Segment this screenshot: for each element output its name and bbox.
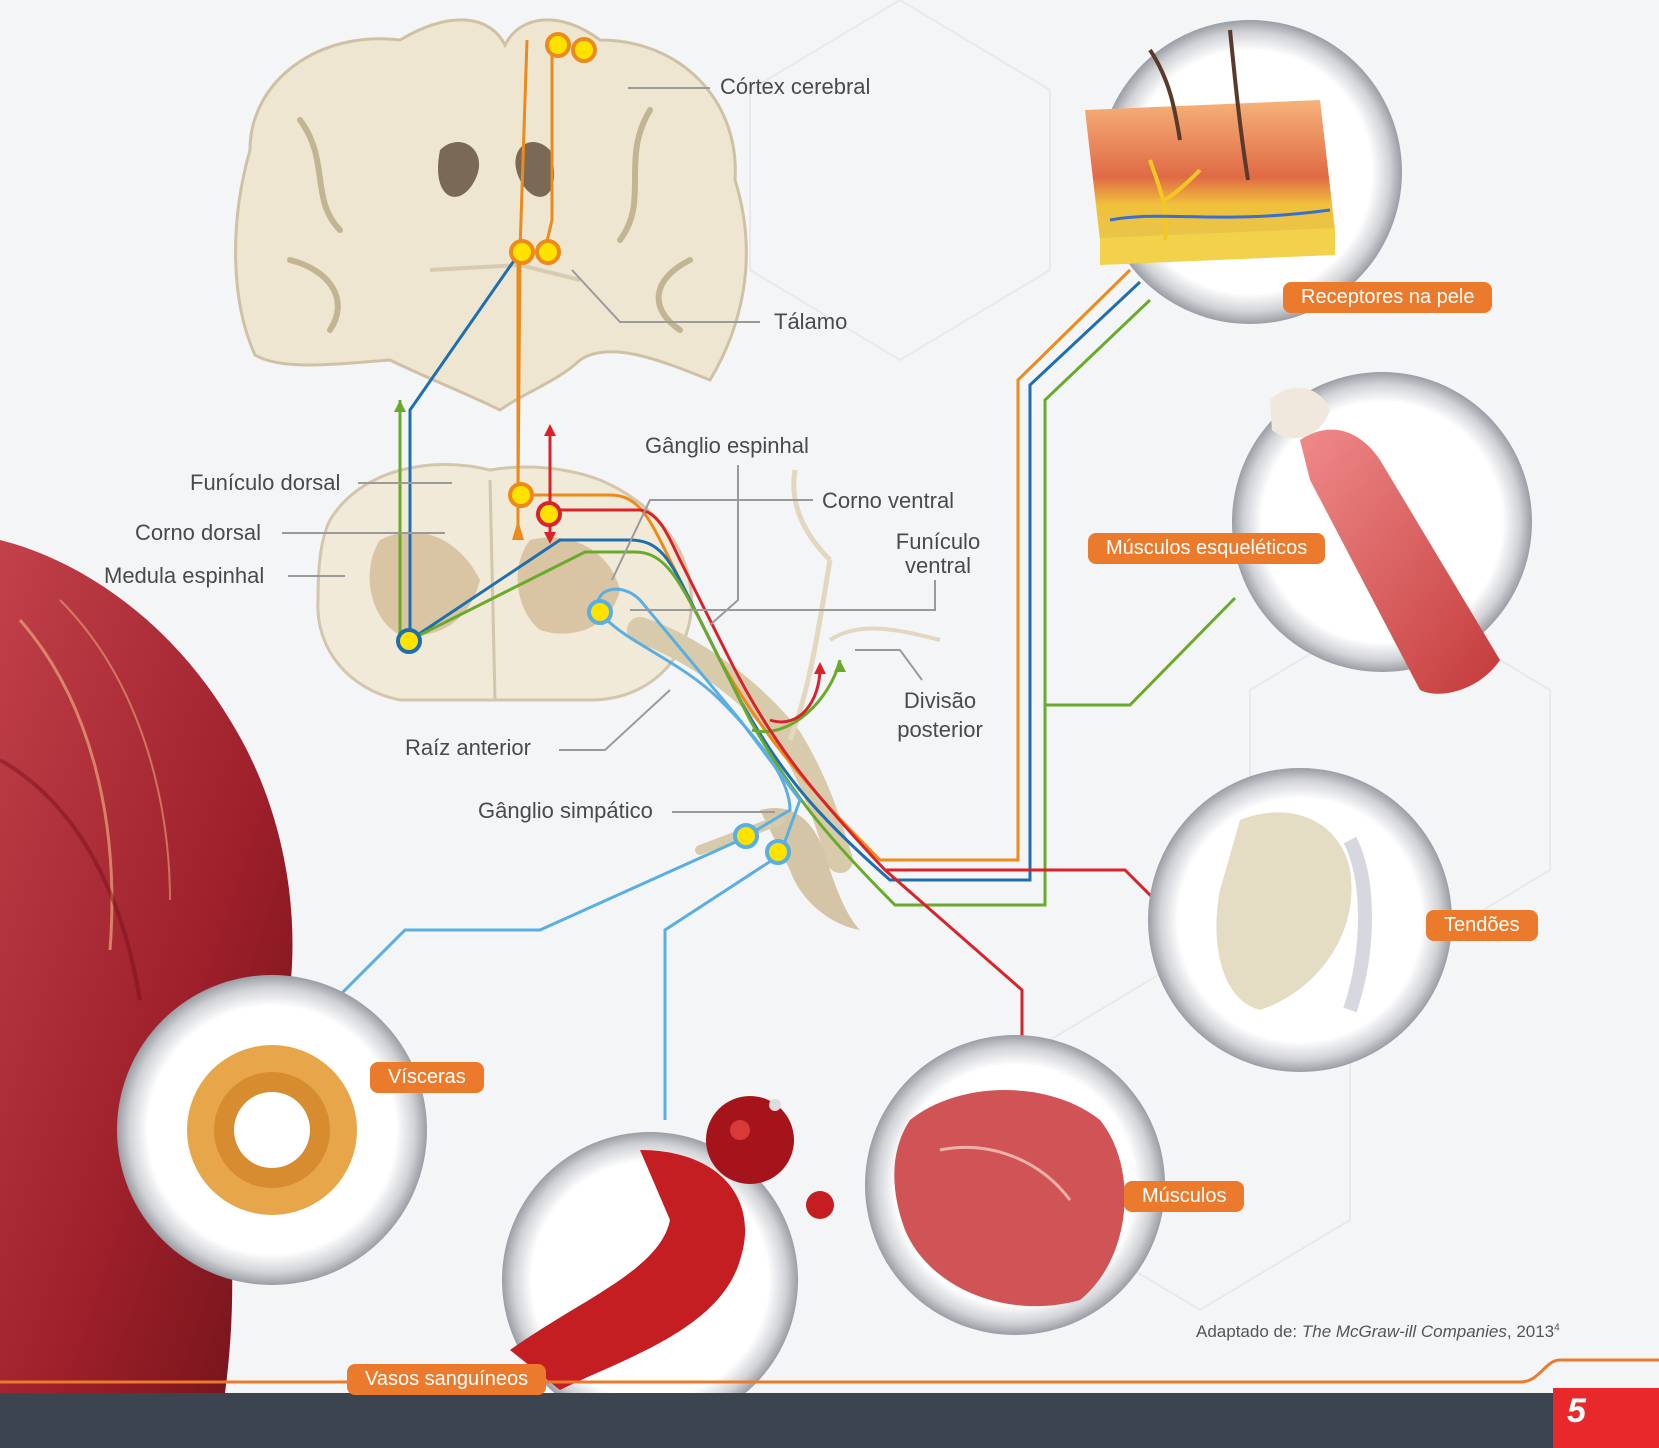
label-funiculo-ventral: Funículo ventral [888, 530, 988, 578]
page-number: 5 [1567, 1392, 1586, 1431]
label-ganglio-espinhal: Gânglio espinhal [645, 433, 809, 459]
label-divisao-line1: Divisão [885, 686, 995, 715]
credit-ref: 4 [1554, 1322, 1560, 1333]
muscle-circle [865, 1035, 1165, 1335]
label-medula: Medula espinhal [104, 563, 264, 589]
label-ganglio-simpatico: Gânglio simpático [478, 798, 653, 824]
credit-year: , 2013 [1507, 1322, 1554, 1341]
source-credit: Adaptado de: The McGraw-ill Companies, 2… [1196, 1322, 1560, 1342]
blood-vessel-circle [502, 1096, 834, 1428]
footer-bar [0, 1393, 1659, 1448]
brain-illustration [236, 20, 747, 410]
label-divisao-line2: posterior [885, 715, 995, 744]
badge-musculos: Músculos [1124, 1181, 1244, 1212]
label-talamo: Tálamo [774, 309, 847, 335]
label-raiz-anterior: Raíz anterior [405, 735, 531, 761]
label-cortex: Córtex cerebral [720, 74, 870, 100]
skin-receptor-circle [1085, 20, 1402, 324]
tendon-circle [1148, 768, 1452, 1072]
label-funiculo-ventral-line2: ventral [888, 554, 988, 578]
badge-receptores: Receptores na pele [1283, 282, 1492, 313]
label-corno-dorsal: Corno dorsal [135, 520, 261, 546]
badge-musculos-esqueleticos: Músculos esqueléticos [1088, 533, 1325, 564]
label-corno-ventral: Corno ventral [822, 488, 954, 514]
badge-visceras: Vísceras [370, 1062, 484, 1093]
badge-tendoes: Tendões [1426, 910, 1538, 941]
footer-accent-line [0, 1360, 1659, 1382]
visceras-circle [117, 975, 427, 1285]
credit-prefix: Adaptado de: [1196, 1322, 1302, 1341]
label-funiculo-dorsal: Funículo dorsal [190, 470, 340, 496]
label-divisao-posterior: Divisão posterior [885, 686, 995, 744]
credit-source: The McGraw-ill Companies [1302, 1322, 1507, 1341]
badge-vasos: Vasos sanguíneos [347, 1364, 546, 1395]
label-funiculo-ventral-line1: Funículo [888, 530, 988, 554]
